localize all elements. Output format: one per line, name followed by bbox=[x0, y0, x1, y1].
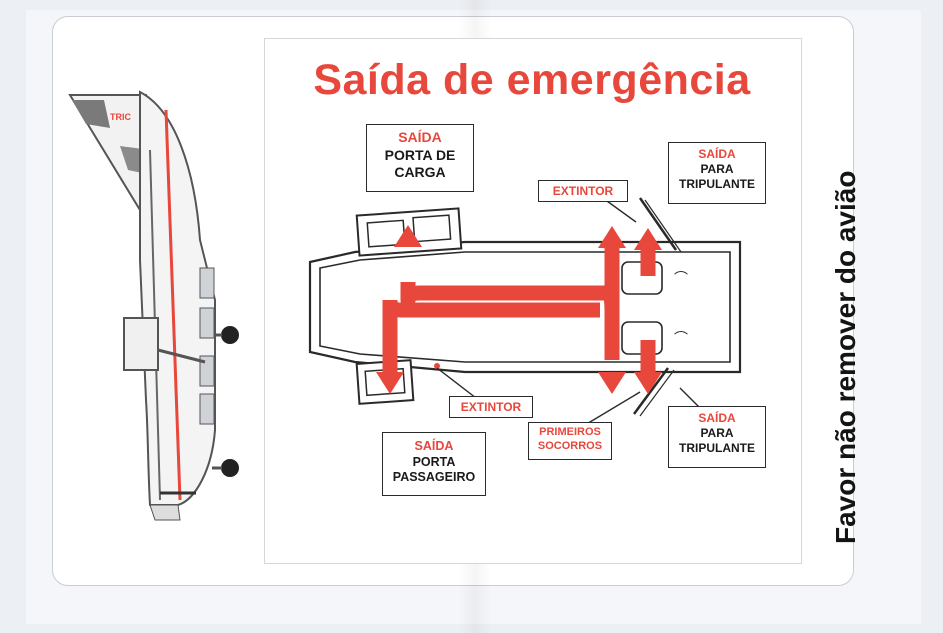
label-passenger-exit-line3: PASSAGEIRO bbox=[392, 470, 476, 485]
label-passenger-exit-title: SAÍDA bbox=[414, 439, 454, 453]
leader-crew-bottom bbox=[679, 387, 701, 409]
label-cargo-exit-title: SAÍDA bbox=[398, 129, 442, 145]
label-crew-exit-top: SAÍDA PARA TRIPULANTE bbox=[668, 142, 766, 204]
label-crew-exit-top-line2: PARA bbox=[700, 162, 734, 176]
window bbox=[199, 355, 215, 387]
label-extinguisher-top: EXTINTOR bbox=[538, 180, 628, 202]
label-cargo-exit-line3: CARGA bbox=[394, 164, 446, 180]
nose bbox=[149, 504, 181, 521]
cargo-door-window bbox=[412, 214, 452, 243]
label-crew-exit-bottom-line3: TRIPULANTE bbox=[679, 441, 755, 455]
arrow-up-crew-icon bbox=[634, 228, 662, 250]
crew-door-top bbox=[638, 197, 678, 251]
label-passenger-exit: SAÍDA PORTA PASSAGEIRO bbox=[382, 432, 486, 496]
fuselage-red-stripe bbox=[164, 109, 182, 501]
wing-engine bbox=[123, 317, 159, 371]
label-crew-exit-bottom-title: SAÍDA bbox=[698, 411, 736, 425]
main-wheel bbox=[221, 326, 239, 344]
fuselage bbox=[139, 90, 216, 506]
fuselage-inner-outline bbox=[319, 251, 731, 363]
side-warning-text: Favor não remover do avião bbox=[830, 170, 861, 544]
label-crew-exit-top-title: SAÍDA bbox=[698, 147, 736, 161]
arrow-down-crew-icon bbox=[634, 372, 662, 394]
label-crew-exit-bottom-line2: PARA bbox=[700, 426, 734, 440]
label-first-aid: PRIMEIROS SOCORROS bbox=[528, 422, 612, 460]
evacuation-route bbox=[382, 248, 656, 372]
page-title: Saída de emergência bbox=[313, 56, 751, 104]
label-extinguisher-bottom: EXTINTOR bbox=[449, 396, 533, 418]
label-crew-exit-bottom: SAÍDA PARA TRIPULANTE bbox=[668, 406, 766, 468]
arrow-down-bottom-icon bbox=[598, 372, 626, 394]
label-crew-exit-top-line3: TRIPULANTE bbox=[679, 177, 755, 191]
label-passenger-exit-line2: PORTA bbox=[412, 454, 456, 469]
wing-strut bbox=[157, 348, 206, 364]
arrow-down-passenger-icon bbox=[376, 372, 404, 394]
arrow-up-top-icon bbox=[598, 226, 626, 248]
crew-door-top-edge bbox=[644, 199, 682, 253]
window bbox=[199, 307, 215, 339]
route-top-corridor bbox=[400, 282, 610, 308]
tail-stripe bbox=[72, 100, 110, 128]
crew-door-bottom-edge bbox=[639, 369, 675, 417]
nose-wheel bbox=[221, 459, 239, 477]
arrow-up-cargo-icon bbox=[394, 225, 422, 247]
tail-livery: TRIC bbox=[110, 112, 131, 122]
yoke-icon: ⌒ bbox=[674, 271, 688, 287]
leader-extinguisher-bottom bbox=[436, 367, 477, 399]
window bbox=[199, 393, 215, 425]
label-cargo-exit: SAÍDA PORTA DE CARGA bbox=[366, 124, 474, 192]
crew-door-bottom bbox=[632, 367, 670, 415]
yoke-icon: ⌒ bbox=[674, 331, 688, 347]
label-cargo-exit-line2: PORTA DE bbox=[384, 146, 456, 163]
label-first-aid-line2: SOCORROS bbox=[537, 439, 603, 452]
extinguisher-marker-icon bbox=[434, 363, 440, 369]
window bbox=[199, 267, 215, 299]
label-first-aid-line1: PRIMEIROS bbox=[539, 426, 601, 438]
